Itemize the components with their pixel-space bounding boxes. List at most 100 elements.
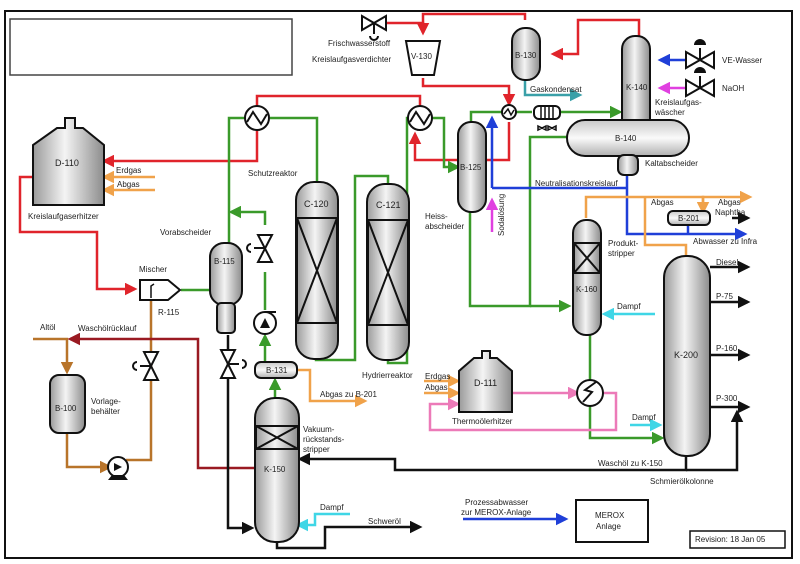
column-k150[interactable]: K-150 <box>254 397 300 543</box>
furnace-d110[interactable]: D-110 <box>32 117 105 206</box>
label-diesel: Diesel <box>716 258 738 267</box>
pump-b131[interactable] <box>253 311 277 335</box>
heat-exchanger-1[interactable] <box>244 105 270 131</box>
k200-name: Schmierölkolonne <box>650 477 714 486</box>
pipe-k200-to-p300 <box>686 409 744 472</box>
label-dampf-k200: Dampf <box>632 413 656 422</box>
pipe-thermal-oil-return <box>428 391 618 432</box>
mixer-inlet-icon <box>150 283 155 298</box>
column-k200[interactable]: K-200 <box>663 255 711 457</box>
label-naphtha: Naphtha <box>715 208 746 217</box>
mischer-label: Mischer <box>139 265 167 274</box>
merox-line1: MEROX <box>595 511 625 520</box>
furnace-d111[interactable]: D-111 <box>458 350 513 413</box>
compressor-v130[interactable]: V-130 <box>404 40 442 76</box>
label-p300: P-300 <box>716 394 738 403</box>
pipe-b125-to-hx <box>469 110 502 122</box>
k150-name-3: stripper <box>303 445 330 454</box>
reactor-c121[interactable]: C-121 <box>366 183 410 361</box>
k200-tag: K-200 <box>674 350 698 360</box>
label-abgas-out: Abgas <box>718 198 741 207</box>
valve-naoh[interactable] <box>685 67 715 98</box>
label-altöl: Altöl <box>40 323 56 332</box>
label-frischwasserstoff: Frischwasserstoff <box>328 39 391 48</box>
pipe-dampf-k150 <box>295 512 350 532</box>
vorabscheider-label: Vorabscheider <box>160 228 211 237</box>
vessel-b131[interactable]: B-131 <box>254 361 298 379</box>
pipe-abgas-zu-b201 <box>297 368 368 408</box>
revision-box: Revision: 18 Jan 05 <box>689 530 786 549</box>
b131-tag: B-131 <box>266 366 288 375</box>
label-ve-wasser: VE-Wasser <box>722 56 762 65</box>
heat-exchanger-2[interactable] <box>407 105 433 131</box>
pipe-gaskondensat <box>523 78 583 102</box>
k140-tag: K-140 <box>626 83 648 92</box>
label-prozessabwasser-1: Prozessabwasser <box>465 498 528 507</box>
k140-name-2: wäscher <box>654 108 685 117</box>
b115-tag: B-115 <box>214 257 235 266</box>
air-cooler[interactable] <box>533 105 561 132</box>
mixer-r115[interactable] <box>139 279 182 301</box>
k140-name-1: Kreislaufgas- <box>655 98 702 107</box>
vessel-b125[interactable]: B-125 <box>457 121 487 213</box>
label-p75: P-75 <box>716 292 733 301</box>
merox-unit[interactable]: MEROX Anlage <box>575 499 649 543</box>
pipe-hx1-to-c120 <box>270 116 319 182</box>
pipe-pump-to-mischer <box>126 296 153 462</box>
label-neutralisationskreislauf: Neutralisationskreislauf <box>535 179 618 188</box>
vessel-b140[interactable]: B-140 <box>566 119 690 176</box>
valve-mischer-feed[interactable] <box>132 351 160 381</box>
label-abgas-zu-b201: Abgas zu B-201 <box>320 390 377 399</box>
b140-name: Kaltabscheider <box>645 159 698 168</box>
pipe-b115-top <box>227 116 245 245</box>
label-sodalösung: Sodalösung <box>497 194 506 236</box>
b140-tag: B-140 <box>615 134 637 143</box>
label-p160: P-160 <box>716 344 738 353</box>
pipe-v130-out <box>421 78 516 107</box>
k160-name-2: stripper <box>608 249 635 258</box>
vessel-b100[interactable]: B-100 <box>49 374 86 434</box>
reactor-c120[interactable]: C-120 <box>295 181 339 360</box>
pipe-b100-to-pump <box>65 432 113 474</box>
label-gaskondensat: Gaskondensat <box>530 85 582 94</box>
pump-feed[interactable] <box>107 456 129 480</box>
label-schweröl: Schweröl <box>368 517 401 526</box>
heat-exchanger-thermal-oil[interactable] <box>576 379 604 407</box>
hydrierreaktor-label: Hydrierreaktor <box>362 371 413 380</box>
column-k140[interactable]: K-140 <box>621 35 651 137</box>
b201-tag: B-201 <box>678 214 700 223</box>
valve-b115-bottom[interactable] <box>219 349 247 379</box>
pipe-hx2-to-hx1 <box>255 94 422 106</box>
pipe-d110-to-mischer <box>18 175 138 296</box>
b100-name-1: Vorlage- <box>91 397 121 406</box>
k150-tag: K-150 <box>264 465 286 474</box>
column-k160[interactable]: K-160 <box>572 219 602 336</box>
valve-b115-recycle[interactable] <box>246 234 274 263</box>
fan-icon <box>537 124 557 132</box>
pipe-waschölrücklauf <box>67 332 255 470</box>
heat-exchanger-3[interactable] <box>501 104 517 120</box>
b125-name-1: Heiss- <box>425 212 448 221</box>
vessel-b115[interactable]: B-115 <box>209 242 243 334</box>
r115-tag: R-115 <box>158 308 180 317</box>
label-dampf-k160: Dampf <box>617 302 641 311</box>
v130-name: Kreislaufgasverdichter <box>312 55 391 64</box>
k160-tag: K-160 <box>576 285 598 294</box>
label-abgas-b201: Abgas <box>651 198 674 207</box>
pipe-hx2-to-b125 <box>432 116 461 174</box>
pipe-k200-abgas <box>643 197 688 255</box>
label-abgas-d110: Abgas <box>117 180 140 189</box>
b125-tag: B-125 <box>460 163 482 172</box>
vessel-b130[interactable]: B-130 <box>511 27 541 81</box>
label-erdgas-d111: Erdgas <box>425 372 450 381</box>
valve-ve-wasser[interactable] <box>685 39 715 70</box>
label-waschöl-zu-k150: Waschöl zu K-150 <box>598 459 663 468</box>
pipe-abgas-out <box>701 190 753 212</box>
pipe-b140-to-abwasser <box>625 170 748 241</box>
vessel-b201[interactable]: B-201 <box>667 210 711 226</box>
pipe-b115-to-k150 <box>226 335 255 535</box>
valve-frischwasserstoff[interactable] <box>361 14 387 41</box>
label-abgas-d111: Abgas <box>425 383 448 392</box>
pipe-altöl <box>33 337 74 375</box>
